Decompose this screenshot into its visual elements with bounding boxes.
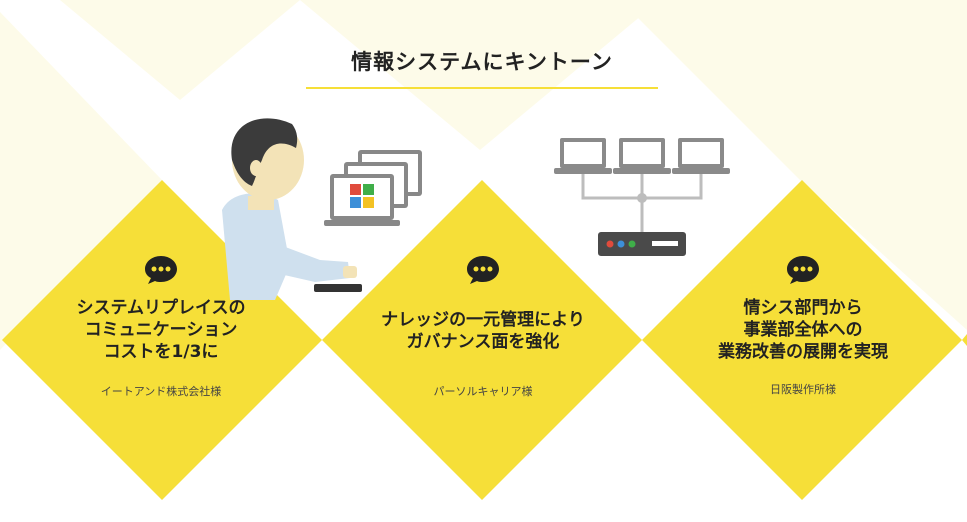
chat-bubble-icon [145, 256, 177, 284]
case-card-eat-and[interactable]: システムリプレイスの コミュニケーション コストを1/3に イートアンド株式会社… [0, 255, 322, 399]
title-underline [306, 87, 658, 89]
company-name: 日阪製作所様 [770, 383, 836, 396]
network-server-icon [554, 138, 730, 256]
case-headline: 情シス部門から 事業部全体への 業務改善の展開を実現 [718, 298, 888, 362]
yellow-diamond-edge [962, 334, 967, 346]
pale-diamond-top-mid [300, 0, 660, 150]
pale-diamond-top-right [620, 0, 967, 330]
yellow-diamond-3 [642, 180, 962, 500]
pale-diamond-left [0, 12, 162, 350]
chat-bubble-icon [787, 256, 819, 284]
person-illustration-icon [222, 118, 362, 300]
case-headline: システムリプレイスの コミュニケーション コストを1/3に [76, 298, 246, 362]
case-card-persol-career[interactable]: ナレッジの一元管理により ガバナンス面を強化 パーソルキャリア様 [322, 255, 644, 399]
company-name: イートアンド株式会社様 [100, 385, 222, 398]
case-card-hisaka[interactable]: 情シス部門から 事業部全体への 業務改善の展開を実現 日阪製作所様 [642, 255, 964, 397]
case-headline: ナレッジの一元管理により ガバナンス面を強化 [381, 310, 585, 352]
company-name: パーソルキャリア様 [433, 385, 533, 398]
pale-diamond-top-left [60, 0, 300, 100]
chat-bubble-icon [467, 256, 499, 284]
yellow-diamond-2 [322, 180, 642, 500]
section-title: 情報システムにキントーン [351, 50, 613, 74]
windows-laptops-icon [324, 150, 422, 226]
